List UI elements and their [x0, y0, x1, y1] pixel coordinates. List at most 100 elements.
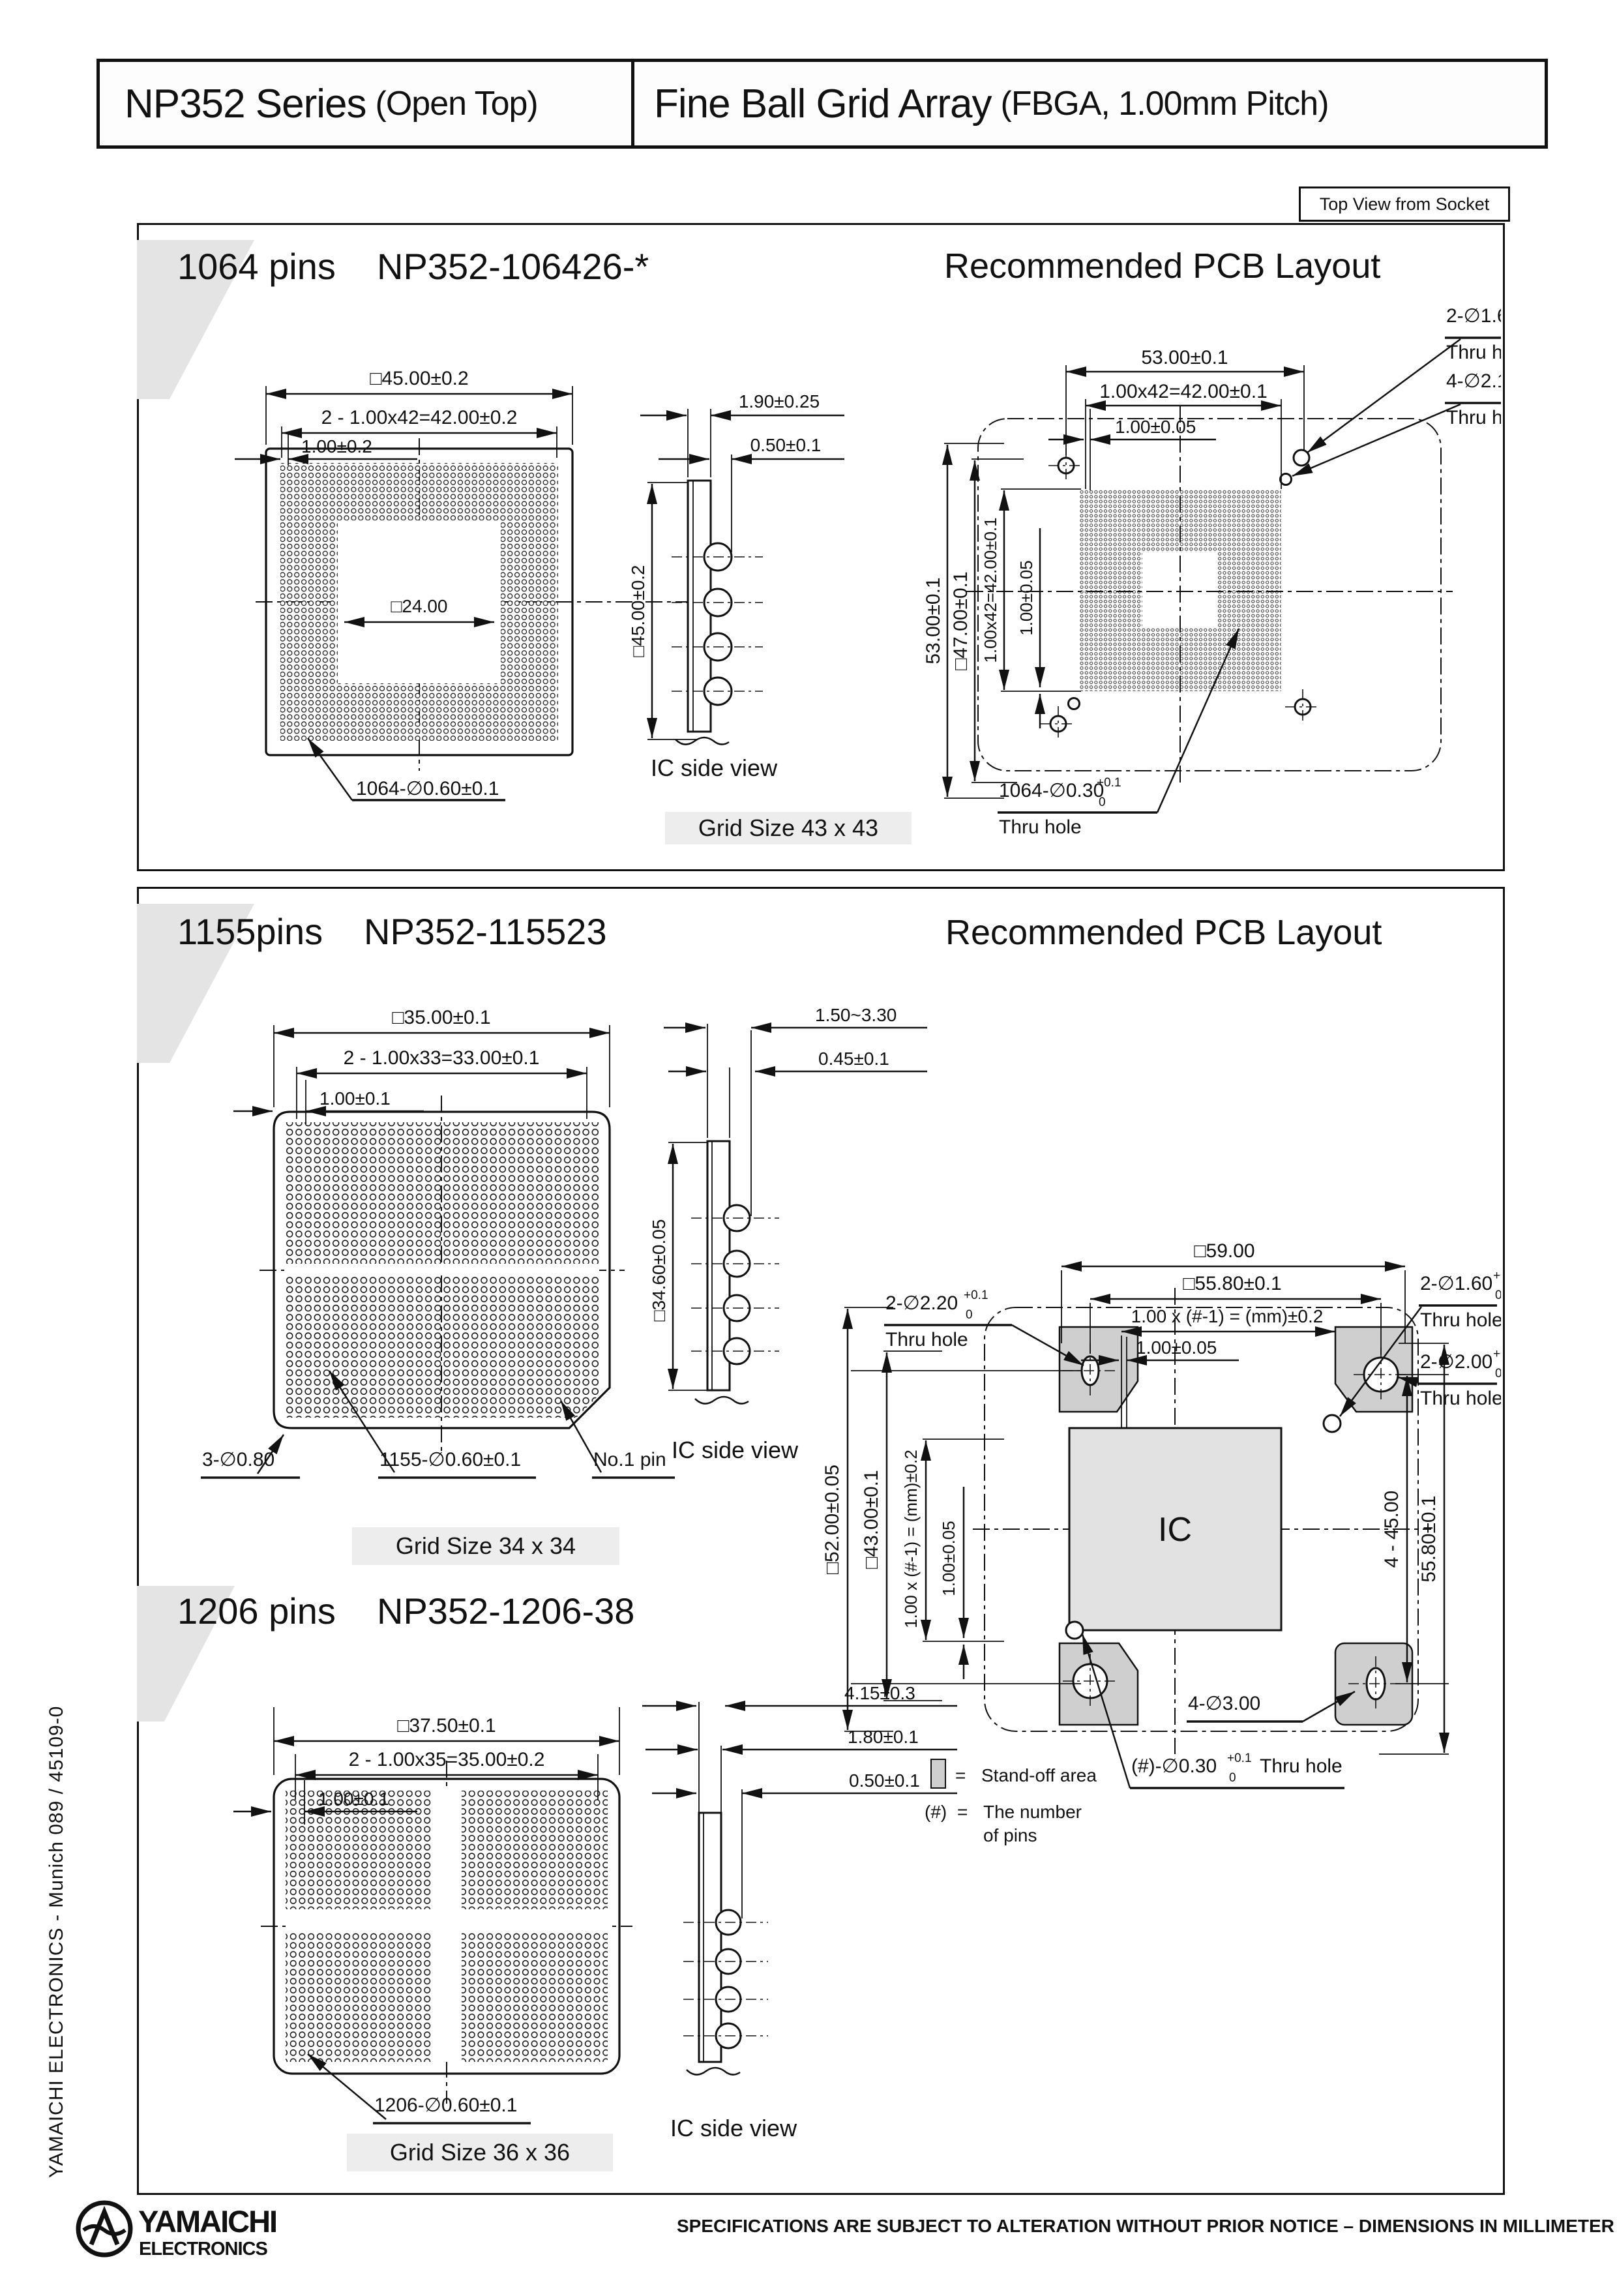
sidebar-vertical-text: YAMAICHI ELECTRONICS - Munich 089 / 4510… [46, 1705, 67, 2178]
callout-pcb2-c4: (#)-∅0.30 [1131, 1755, 1217, 1777]
dim-pcb2-left3: 1.00 x (#-1) = (mm)±0.2 [901, 1450, 921, 1628]
watermark-triangle [137, 240, 254, 399]
section1-part-number: NP352-106426-* [377, 246, 649, 287]
dim-side1206-d2: 1.80±0.1 [848, 1727, 919, 1747]
dim-1206-span: 2 - 1.00x35=35.00±0.2 [349, 1749, 545, 1770]
callout-pcb1-hole3-sub: 0 [1099, 796, 1106, 809]
dim-pcb2-right1: 4 - 45.00 [1381, 1491, 1402, 1568]
product-title: Fine Ball Grid Array [654, 81, 992, 127]
callout-pcb2-c1-sup: +0.1 [964, 1289, 988, 1302]
callout-pcb1-hole1: 2-∅1.60 [1446, 305, 1501, 327]
dim-side1064-ball: 0.50±0.1 [750, 435, 822, 455]
callout-pcb2-c4-cap: Thru hole [1260, 1755, 1343, 1777]
legend-eq1: = [955, 1765, 966, 1785]
dim-pcb2-left1: □52.00±0.05 [822, 1465, 843, 1574]
callout-pcb2-c1-cap: Thru hole [885, 1329, 968, 1350]
dim-1206-pitch: 1.00±0.1 [318, 1789, 389, 1809]
grid-size-bar-1206: Grid Size 36 x 36 [347, 2134, 613, 2171]
dim-pcb2-bottom: 4-∅3.00 [1188, 1693, 1260, 1714]
grid-size-bar-1155: Grid Size 34 x 34 [352, 1527, 619, 1565]
dim-1206-outer: □37.50±0.1 [397, 1715, 496, 1737]
callout-pcb2-c2-cap: Thru hole [1420, 1309, 1501, 1331]
section2-pcb-title: Recommended PCB Layout [945, 913, 1382, 952]
callout-1155-balls: 1155-∅0.60±0.1 [379, 1449, 521, 1470]
callout-pcb2-c4-sub: 0 [1229, 1771, 1236, 1785]
callout-pcb2-c3-cap: Thru hole [1420, 1388, 1501, 1409]
dim-pcb2-top1: □59.00 [1194, 1240, 1254, 1262]
callout-pcb2-c3: 2-∅2.00 [1420, 1351, 1492, 1373]
header-series-box: NP352 Series (Open Top) [96, 59, 657, 149]
callout-pcb1-hole2-cap: Thru hole [1446, 407, 1501, 428]
callout-1155-no1pin: No.1 pin [593, 1449, 666, 1470]
dim-side1206-d1: 4.15±0.3 [844, 1683, 915, 1703]
dim-pcb1-left2: □47.00±0.1 [950, 571, 972, 670]
dim-center-square: □24.00 [391, 596, 448, 616]
section1-pcb-title: Recommended PCB Layout [944, 246, 1380, 286]
dim-pcb1-left1: 53.00±0.1 [923, 577, 944, 664]
pcb-layout-2: IC □59.00 □55.80±0.1 [822, 1240, 1501, 1845]
grid-size-1155-label: Grid Size 34 x 34 [396, 1532, 576, 1559]
watermark-triangle-3 [137, 1586, 235, 1722]
dim-side1155-ball: 0.45±0.1 [818, 1049, 889, 1069]
footer-disclaimer: SPECIFICATIONS ARE SUBJECT TO ALTERATION… [677, 2216, 1614, 2236]
callout-pcb1-hole3-sup: +0.1 [1097, 776, 1121, 790]
callout-pcb2-c2-sub: 0 [1495, 1289, 1501, 1302]
side-view-1155-label: IC side view [672, 1437, 799, 1463]
socket-1064-topview: □24.00 □45.00±0.2 2 - 1.00x42=42.00±0.2 … [235, 368, 715, 801]
watermark-triangle-2 [137, 904, 254, 1063]
callout-pcb2-c4-sup: +0.1 [1227, 1752, 1252, 1765]
socket-1206-topview: □37.50±0.1 2 - 1.00x35=35.00±0.2 1.00±0.… [233, 1707, 632, 2125]
section2-pins-title: 1155pins [177, 911, 323, 952]
side-view-1064: 1.90±0.25 0.50±0.1 □45.00±0.2 IC side vi… [628, 391, 844, 781]
footer-logo: YAMAICHI ELECTRONICS [73, 2196, 379, 2261]
legend-standoff-label: Stand-off area [981, 1765, 1097, 1785]
callout-pcb2-c1-sub: 0 [966, 1308, 973, 1322]
dim-pcb2-top2: □55.80±0.1 [1183, 1273, 1281, 1294]
callout-pcb2-c2: 2-∅1.60 [1420, 1273, 1492, 1294]
dim-side1064-height: □45.00±0.2 [628, 565, 648, 657]
dim-pcb2-right2: 55.80±0.1 [1418, 1495, 1440, 1582]
dim-socket-span: 2 - 1.00x42=42.00±0.2 [321, 407, 518, 428]
footer-brand-line2: ELECTRONICS [139, 2239, 268, 2259]
grid-size-bar-1064: Grid Size 43 x 43 [665, 812, 912, 844]
view-note-label: Top View from Socket [1319, 194, 1490, 214]
side-view-1206-label: IC side view [670, 2115, 797, 2141]
side-view-1206: 4.15±0.3 1.80±0.1 0.50±0.1 IC side view [642, 1683, 957, 2141]
dim-pcb1-top3: 1.00±0.05 [1115, 417, 1196, 437]
grid-size-1206-label: Grid Size 36 x 36 [390, 2139, 570, 2166]
callout-pcb1-hole2: 4-∅2.10 [1446, 370, 1501, 392]
dim-side1155-range: 1.50~3.30 [815, 1005, 897, 1025]
legend-number-line1: The number [983, 1802, 1082, 1822]
footer-brand-line1: YAMAICHI [138, 2204, 276, 2239]
dim-pcb1-top1: 53.00±0.1 [1141, 347, 1228, 368]
section-1155-1206-drawing: 1155pins NP352-115523 Recommended PCB La… [137, 904, 1501, 2171]
callout-1155-corner: 3-∅0.80 [202, 1449, 274, 1470]
legend-number-line2: of pins [983, 1825, 1037, 1845]
dim-side1155-height: □34.60±0.05 [649, 1219, 669, 1322]
section-1064-drawing: 1064 pins NP352-106426-* Recommended PCB… [137, 240, 1501, 844]
series-title: NP352 Series [125, 81, 367, 127]
dim-pcb1-left4: 1.00±0.05 [1016, 560, 1036, 635]
legend-eq2: = [957, 1802, 968, 1822]
dim-pcb1-left3: 1.00x42=42.00±0.1 [981, 517, 1000, 663]
callout-pcb1-hole1-cap: Thru hole [1446, 342, 1501, 363]
side-view-1064-label: IC side view [651, 754, 778, 781]
dim-1155-pitch: 1.00±0.1 [319, 1088, 391, 1109]
dim-socket-outer: □45.00±0.2 [370, 368, 468, 389]
dim-socket-pitch: 1.00±0.2 [301, 436, 372, 456]
callout-1206-balls: 1206-∅0.60±0.1 [374, 2095, 517, 2116]
dim-1155-span: 2 - 1.00x33=33.00±0.1 [344, 1047, 540, 1069]
callout-pcb1-hole3: 1064-∅0.30 [999, 780, 1104, 801]
legend-hash: (#) [925, 1802, 947, 1822]
dim-side1064-thickness: 1.90±0.25 [739, 391, 820, 411]
product-subtitle: (FBGA, 1.00mm Pitch) [1000, 85, 1329, 123]
dim-pcb2-top4: 1.00±0.05 [1136, 1337, 1217, 1358]
callout-1064-balls: 1064-∅0.60±0.1 [356, 778, 499, 799]
view-note-box: Top View from Socket [1299, 186, 1510, 222]
section3-pins-title: 1206 pins [177, 1590, 336, 1632]
callout-pcb2-c1: 2-∅2.20 [885, 1292, 958, 1314]
socket-1155-topview: □35.00±0.1 2 - 1.00x33=33.00±0.1 1.00±0.… [201, 1007, 675, 1479]
pcb-layout-1064: 53.00±0.1 1.00x42=42.00±0.1 1.00±0.05 2-… [923, 305, 1501, 838]
header-product-box: Fine Ball Grid Array (FBGA, 1.00mm Pitch… [631, 59, 1548, 149]
